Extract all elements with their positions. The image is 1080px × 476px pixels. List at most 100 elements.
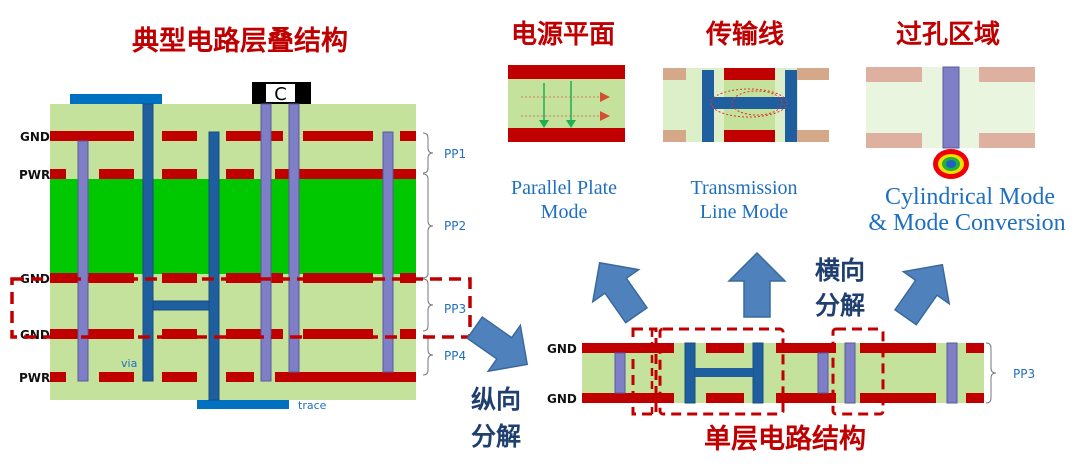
signal-trace bbox=[714, 97, 785, 109]
ground-via bbox=[77, 140, 89, 382]
strip-gnd-top-label: GND bbox=[547, 342, 577, 356]
vertical-decomp-line2: 分解 bbox=[471, 422, 521, 451]
stripline-trace bbox=[695, 368, 753, 377]
component-c-body bbox=[266, 84, 295, 102]
layer-label-pwr-2: PWR bbox=[19, 371, 50, 385]
caption-cylindrical-1: Cylindrical Mode bbox=[885, 184, 1055, 210]
gnd-plane-segment bbox=[226, 131, 283, 141]
single-layer-title: 单层电路结构 bbox=[704, 423, 866, 455]
plane-stub bbox=[866, 133, 922, 148]
gnd-plane-segment bbox=[303, 131, 373, 141]
ground-via bbox=[946, 342, 958, 404]
bottom-plane bbox=[508, 128, 625, 142]
plane-stub bbox=[866, 67, 922, 82]
gnd-plane-segment bbox=[706, 393, 744, 403]
layer-label-gnd-1: GND bbox=[20, 130, 50, 144]
mode-title-power-plane: 电源平面 bbox=[511, 20, 615, 50]
pwr-plane-segment bbox=[162, 169, 197, 179]
arrow-down-icon bbox=[539, 120, 549, 128]
select-box-transmission bbox=[658, 327, 785, 416]
gnd-plane-segment bbox=[50, 131, 134, 141]
pp3-selection-box bbox=[10, 277, 472, 339]
pwr-plane-segment bbox=[99, 372, 134, 382]
top-plane bbox=[724, 68, 775, 80]
gnd-plane-segment bbox=[162, 131, 197, 141]
gnd-plane-segment bbox=[50, 329, 134, 339]
arrow-up-icon bbox=[727, 251, 787, 318]
gnd-plane-segment bbox=[966, 343, 984, 353]
single-layer-diagram: GND GND PP3 bbox=[547, 327, 1035, 416]
stackup-title: 典型电路层叠结构 bbox=[132, 25, 348, 57]
pwr-plane-segment bbox=[226, 169, 254, 179]
gnd-plane-segment bbox=[776, 393, 836, 403]
vias bbox=[77, 103, 394, 401]
via-left bbox=[702, 70, 714, 142]
decomposition-arrows bbox=[466, 251, 951, 373]
gnd-plane-segment bbox=[162, 329, 197, 339]
arrow-right-icon bbox=[600, 92, 610, 102]
gnd-plane-segment bbox=[226, 273, 283, 283]
ground-via bbox=[288, 103, 300, 373]
core-dielectric-pp2 bbox=[50, 179, 416, 274]
transmission-line-panel bbox=[663, 68, 829, 142]
gnd-plane-segment bbox=[860, 393, 936, 403]
via-barrel bbox=[942, 66, 960, 149]
field-ellipse bbox=[710, 88, 788, 118]
brace-pp1 bbox=[422, 132, 434, 174]
bottom-plane bbox=[724, 130, 775, 142]
stackup-diagram: C GND PWR GND GND PWR via trace PP1 PP2 … bbox=[10, 82, 472, 412]
mode-title-via-region: 过孔区域 bbox=[896, 20, 1000, 50]
gnd-plane-segment bbox=[400, 329, 416, 339]
field-ring-icon bbox=[933, 149, 969, 179]
gnd-plane-segment bbox=[303, 329, 373, 339]
brace-strip-pp3 bbox=[985, 342, 997, 404]
strip-elements bbox=[582, 342, 984, 404]
ground-via bbox=[614, 352, 626, 394]
pwr-plane-segment bbox=[50, 372, 66, 382]
ground-via bbox=[844, 342, 856, 404]
parallel-plate-panel bbox=[508, 65, 625, 142]
component-c-label: C bbox=[274, 84, 287, 105]
brace-pp2 bbox=[422, 173, 434, 279]
horizontal-decomp-line1: 横向 bbox=[815, 256, 865, 285]
layer-label-gnd-3: GND bbox=[20, 328, 50, 342]
signal-via bbox=[752, 342, 764, 404]
stripline-trace bbox=[152, 300, 210, 311]
trace-label: trace bbox=[298, 399, 327, 412]
caption-parallel-plate-1: Parallel Plate bbox=[511, 177, 617, 199]
caption-parallel-plate-2: Mode bbox=[541, 201, 588, 223]
arrow-right-icon bbox=[600, 111, 610, 121]
caption-transmission-2: Line Mode bbox=[700, 201, 788, 223]
plane-stub bbox=[797, 68, 829, 80]
brace-pp3 bbox=[422, 278, 434, 332]
ground-via bbox=[382, 131, 394, 373]
caption-cylindrical-2: & Mode Conversion bbox=[868, 210, 1065, 236]
select-box-plane-gap bbox=[631, 327, 658, 416]
gnd-plane-segment bbox=[226, 329, 283, 339]
pwr-plane-segment bbox=[50, 169, 66, 179]
gnd-plane-segment bbox=[706, 343, 744, 353]
select-box-via bbox=[831, 327, 885, 416]
horizontal-decomp-line2: 分解 bbox=[815, 291, 865, 320]
field-ellipse bbox=[731, 90, 783, 116]
ground-via bbox=[817, 352, 829, 394]
pp2-label: PP2 bbox=[444, 219, 466, 233]
gnd-plane-segment bbox=[400, 131, 416, 141]
gnd-plane-segment bbox=[776, 343, 836, 353]
arrow-up-left-icon bbox=[591, 261, 649, 324]
pwr-plane-segment bbox=[275, 372, 416, 382]
strip-pp3-label: PP3 bbox=[1013, 367, 1035, 381]
plane-stub bbox=[979, 133, 1035, 148]
caption-transmission-1: Transmission bbox=[690, 177, 797, 199]
vertical-decomp-line1: 纵向 bbox=[471, 385, 521, 414]
gnd-plane-segment bbox=[400, 273, 416, 283]
gnd-plane-segment bbox=[582, 343, 674, 353]
plane-stub bbox=[663, 130, 686, 142]
top-pad bbox=[70, 94, 162, 104]
via-right bbox=[785, 70, 797, 142]
arrow-up-right-icon bbox=[893, 263, 951, 326]
signal-via bbox=[684, 342, 696, 404]
pwr-plane-segment bbox=[275, 169, 416, 179]
gnd-plane-segment bbox=[582, 393, 674, 403]
